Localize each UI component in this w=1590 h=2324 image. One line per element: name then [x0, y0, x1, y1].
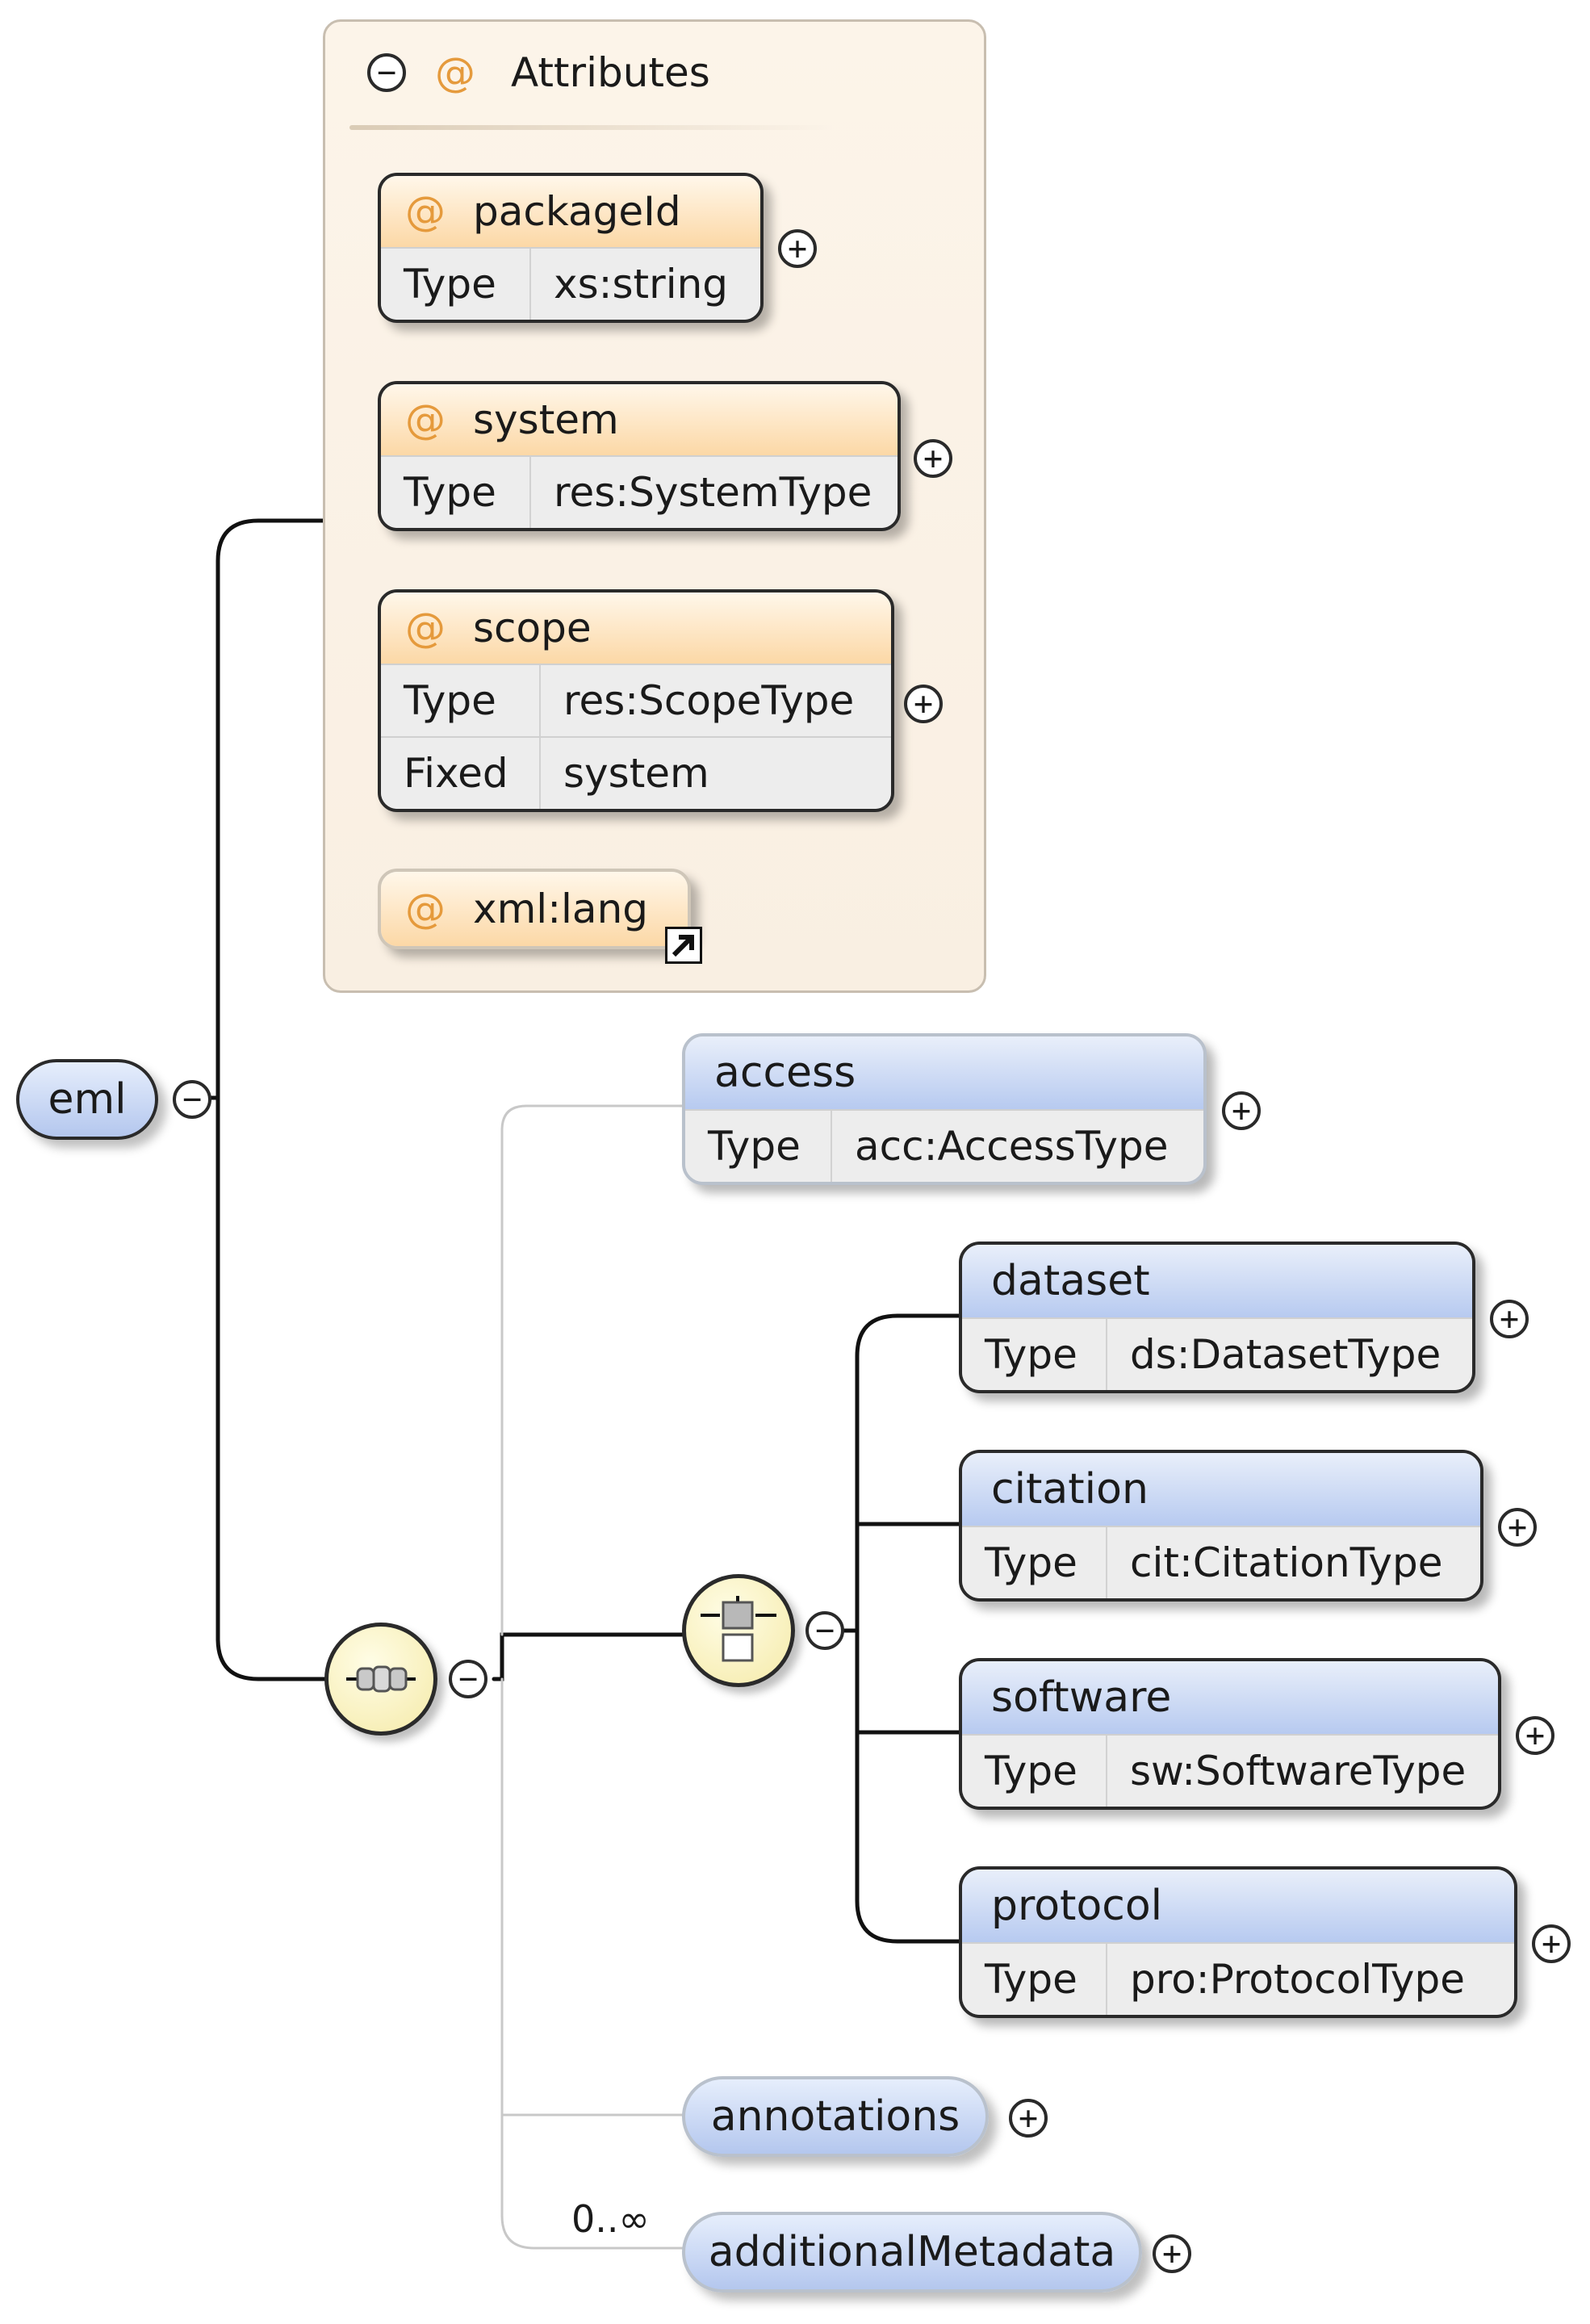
- element-header: protocol: [962, 1870, 1514, 1942]
- row-key: Fixed: [381, 738, 541, 809]
- attribute-scope[interactable]: @ scope Type res:ScopeType Fixed system: [378, 589, 894, 812]
- element-protocol[interactable]: protocol Type pro:ProtocolType: [959, 1866, 1517, 2018]
- expand-icon[interactable]: +: [914, 439, 952, 478]
- attribute-icon: @: [405, 886, 446, 932]
- attribute-row: Fixed system: [381, 736, 891, 809]
- attribute-row: Type res:ScopeType: [381, 664, 891, 736]
- row-value: acc:AccessType: [855, 1123, 1169, 1170]
- attribute-header: @ packageId: [381, 176, 760, 247]
- attribute-name: xml:lang: [473, 886, 648, 932]
- sequence-compositor-icon[interactable]: [324, 1623, 437, 1736]
- connector-eml-sequence: [191, 1095, 327, 1681]
- element-header: dataset: [962, 1245, 1472, 1317]
- connector-sequence-out: [492, 1632, 684, 1681]
- occurrence-label: 0..∞: [571, 2197, 650, 2241]
- attribute-icon: @: [435, 49, 475, 96]
- connector-choice-protocol: [855, 1628, 961, 1944]
- connector-eml-attributes: [191, 518, 325, 1100]
- element-row: Type pro:ProtocolType: [962, 1942, 1514, 2015]
- attribute-xml-lang[interactable]: @ xml:lang: [378, 869, 691, 949]
- element-row: Type sw:SoftwareType: [962, 1734, 1498, 1807]
- row-key: Type: [381, 665, 541, 736]
- collapse-icon[interactable]: −: [805, 1611, 844, 1650]
- attribute-name: scope: [473, 605, 592, 651]
- expand-icon[interactable]: +: [1498, 1508, 1537, 1547]
- connector-annotations: [500, 1677, 684, 2117]
- root-element-eml[interactable]: eml: [16, 1059, 158, 1140]
- element-access[interactable]: access Type acc:AccessType: [682, 1033, 1207, 1185]
- row-value: xs:string: [554, 261, 729, 308]
- attributes-divider: [349, 125, 834, 130]
- expand-icon[interactable]: +: [778, 229, 817, 268]
- attribute-icon: @: [405, 396, 446, 443]
- expand-icon[interactable]: +: [1153, 2234, 1191, 2273]
- attribute-row: Type xs:string: [381, 247, 760, 320]
- row-key: Type: [685, 1111, 832, 1182]
- connector-sequence-optional: [500, 1104, 684, 1636]
- element-citation[interactable]: citation Type cit:CitationType: [959, 1450, 1483, 1602]
- row-key: Type: [381, 457, 531, 528]
- attribute-header: @ xml:lang: [381, 872, 688, 946]
- attributes-title-label: Attributes: [511, 49, 710, 96]
- row-value: res:ScopeType: [563, 677, 855, 724]
- collapse-icon[interactable]: −: [449, 1660, 487, 1698]
- element-row: Type cit:CitationType: [962, 1526, 1480, 1598]
- row-value: pro:ProtocolType: [1130, 1956, 1465, 2003]
- expand-icon[interactable]: +: [1490, 1300, 1529, 1338]
- expand-icon[interactable]: +: [1516, 1716, 1554, 1755]
- element-header: citation: [962, 1453, 1480, 1526]
- collapse-icon[interactable]: −: [367, 53, 406, 92]
- attribute-icon: @: [405, 605, 446, 651]
- element-header: access: [685, 1036, 1203, 1109]
- row-key: Type: [962, 1319, 1107, 1390]
- connector-additional: [500, 2113, 684, 2250]
- row-key: Type: [962, 1736, 1107, 1807]
- row-value: system: [563, 750, 709, 797]
- attribute-header: @ system: [381, 384, 898, 455]
- collapse-icon[interactable]: −: [173, 1080, 211, 1119]
- attribute-name: system: [473, 396, 619, 443]
- attribute-name: packageId: [473, 188, 681, 235]
- row-key: Type: [381, 249, 531, 320]
- attributes-title: − @ Attributes: [367, 49, 710, 96]
- element-row: Type acc:AccessType: [685, 1109, 1203, 1182]
- attribute-row: Type res:SystemType: [381, 455, 898, 528]
- expand-icon[interactable]: +: [1222, 1091, 1261, 1130]
- attribute-header: @ scope: [381, 593, 891, 664]
- element-dataset[interactable]: dataset Type ds:DatasetType: [959, 1242, 1475, 1393]
- attribute-packageId[interactable]: @ packageId Type xs:string: [378, 173, 764, 323]
- attribute-system[interactable]: @ system Type res:SystemType: [378, 381, 901, 531]
- row-value: sw:SoftwareType: [1130, 1748, 1467, 1794]
- row-key: Type: [962, 1944, 1107, 2015]
- connector-choice-dataset: [855, 1313, 961, 1633]
- expand-icon[interactable]: +: [1532, 1924, 1571, 1963]
- element-annotations[interactable]: annotations: [682, 2076, 989, 2157]
- reference-arrow-icon[interactable]: [665, 927, 702, 964]
- expand-icon[interactable]: +: [1009, 2099, 1048, 2138]
- element-software[interactable]: software Type sw:SoftwareType: [959, 1658, 1501, 1810]
- choice-compositor-icon[interactable]: [682, 1574, 795, 1687]
- row-value: cit:CitationType: [1130, 1539, 1443, 1586]
- element-row: Type ds:DatasetType: [962, 1317, 1472, 1390]
- element-additionalMetadata[interactable]: additionalMetadata: [682, 2212, 1142, 2293]
- row-value: res:SystemType: [554, 469, 872, 516]
- element-header: software: [962, 1661, 1498, 1734]
- attribute-icon: @: [405, 188, 446, 235]
- row-key: Type: [962, 1527, 1107, 1598]
- row-value: ds:DatasetType: [1130, 1331, 1441, 1378]
- expand-icon[interactable]: +: [904, 685, 943, 723]
